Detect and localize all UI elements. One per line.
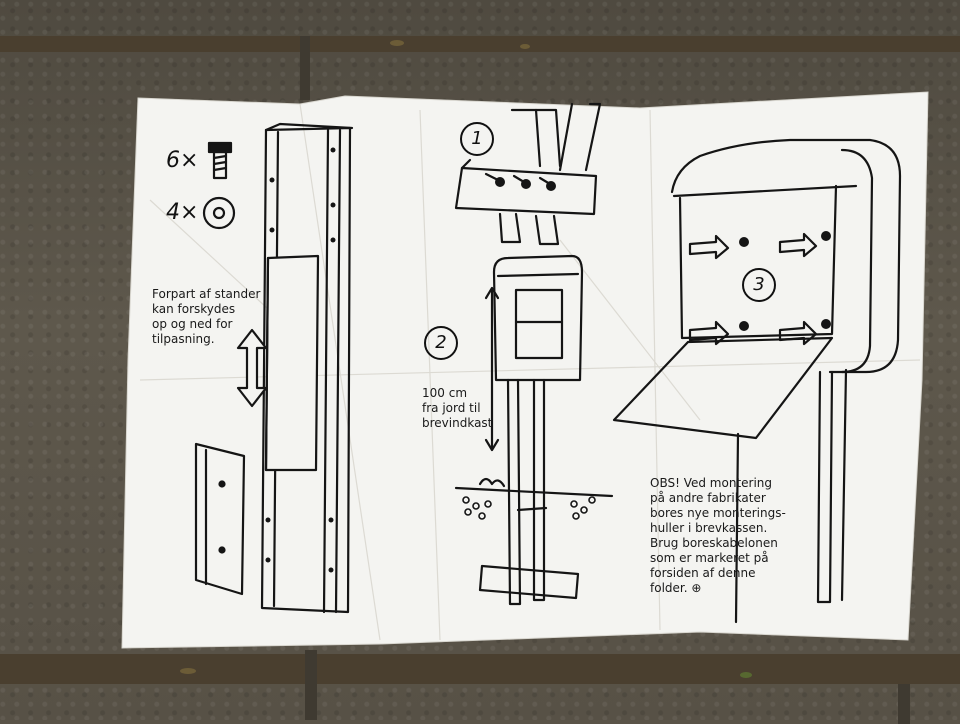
obs-note: OBS! Ved montering på andre fabrikater b…: [650, 476, 786, 595]
bolt-count: 6×: [166, 148, 199, 173]
pavement-joint: [0, 654, 960, 684]
adjust-note: Forpart af stander kan forskydes op og n…: [152, 287, 261, 346]
washer-icon: [202, 196, 236, 230]
step2-drawing: [454, 254, 614, 606]
leaf-debris: [390, 40, 404, 46]
step-1-marker: 1: [460, 122, 494, 156]
post-drawing: [260, 122, 354, 614]
leaf-debris: [180, 668, 196, 674]
step-2-marker: 2: [424, 326, 458, 360]
step1-drawing: [454, 102, 602, 246]
pavement-joint: [0, 36, 960, 52]
pavement-joint: [300, 36, 310, 100]
front-plate-drawing: [194, 442, 246, 596]
leaf-debris: [520, 44, 530, 49]
step-3-marker: 3: [742, 268, 776, 302]
leaf-debris: [740, 672, 752, 678]
step3-drawing: [612, 138, 902, 624]
bolt-icon: [207, 141, 233, 180]
washer-count: 4×: [166, 200, 199, 225]
pavement-joint: [898, 684, 910, 724]
pavement-joint: [305, 650, 317, 720]
height-note: 100 cm fra jord til brevindkast: [422, 386, 493, 430]
adjust-arrow: [236, 328, 268, 408]
